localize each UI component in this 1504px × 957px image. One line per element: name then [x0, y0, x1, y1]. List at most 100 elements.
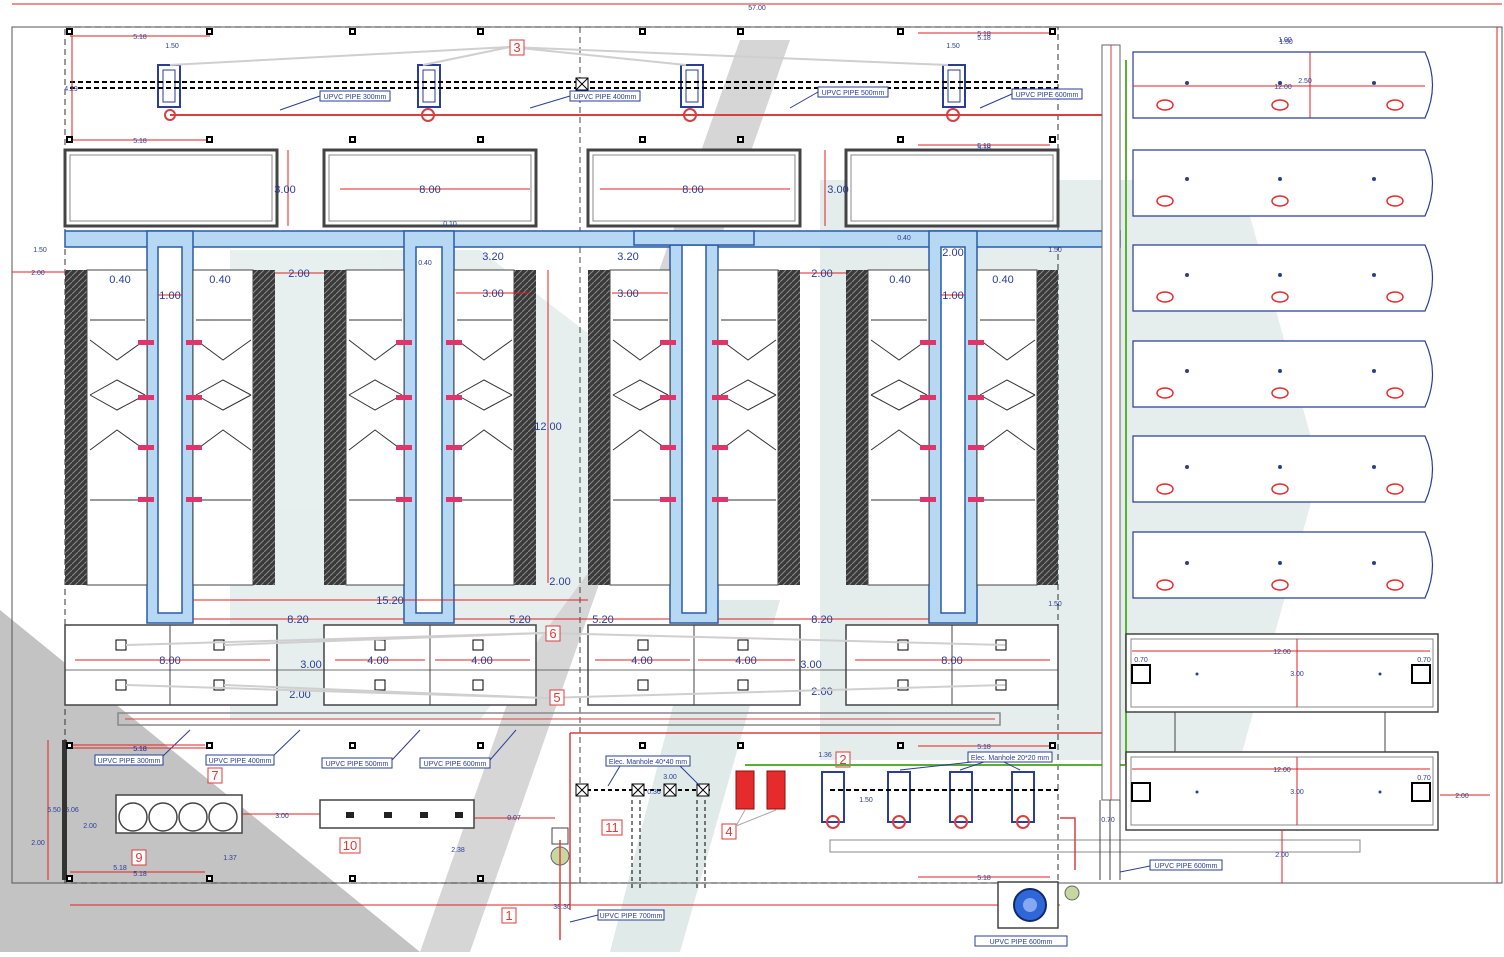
dim-small-0-40a: 0.40	[418, 260, 432, 267]
dim-5-20a: 5.20	[509, 614, 530, 626]
pump-unit	[997, 881, 1080, 929]
dim-sec-8-00a: 8.00	[159, 655, 180, 667]
dim-sec-3-00a: 3.00	[300, 659, 321, 671]
dim-small-5-18-f: 5.18	[977, 744, 991, 751]
callout-11: 11	[605, 820, 619, 835]
dim-gap-2: 0.40	[209, 274, 230, 286]
dim-8-20b: 8.20	[811, 614, 832, 626]
equipment-10	[319, 799, 475, 829]
dim-small-5-18-a: 5.18	[133, 34, 147, 41]
callout-2: 2	[839, 752, 846, 767]
dim-small-1-50-a: 1.50	[165, 43, 179, 50]
callout-7: 7	[211, 768, 218, 783]
dim-basin-length: 12.00	[534, 421, 562, 433]
dim-tank-width-1: 8.00	[419, 184, 440, 196]
pipe-label-700: UPVC PIPE 700mm	[600, 913, 663, 920]
pipe-label-500-bottom: UPVC PIPE 500mm	[326, 761, 389, 768]
bottom-pipe-labels: UPVC PIPE 300mm UPVC PIPE 400mm UPVC PIP…	[94, 729, 517, 769]
column-markers	[66, 28, 1056, 882]
dim-5-20b: 5.20	[592, 614, 613, 626]
dim-small-1-50-b: 1.50	[946, 43, 960, 50]
dim-tank-2-50: 2.50	[1298, 78, 1312, 85]
dim-small-5-18-bl: 5.18	[133, 871, 147, 878]
dim-small-3-00: 3.00	[275, 813, 289, 820]
electrical-panels	[735, 770, 786, 810]
dim-small-5-18-i: 5.18	[977, 35, 991, 42]
aeration-modules	[65, 269, 1058, 586]
dim-ct-0-70d: 0.70	[1417, 775, 1431, 782]
dim-small-0-07: 0.07	[507, 815, 521, 822]
dim-small-5-18-bl2: 5.18	[133, 746, 147, 753]
dim-spacing-2: 2.00	[811, 268, 832, 280]
dim-channel-2: 1.00	[942, 290, 963, 302]
dim-small-1-37: 1.37	[223, 855, 237, 862]
dim-small-5-18-b: 5.18	[133, 138, 147, 145]
callout-1: 1	[505, 908, 512, 923]
dim-channel-1: 1.00	[159, 290, 180, 302]
dim-sec-4-00b: 4.00	[471, 655, 492, 667]
dim-sec-2-00a: 2.00	[289, 689, 310, 701]
dim-basin-3-00a: 3.00	[482, 288, 503, 300]
top-pipe-labels: UPVC PIPE 300mm UPVC PIPE 400mm UPVC PIP…	[279, 86, 1083, 111]
dim-small-0-10: 0.10	[443, 221, 457, 228]
callout-5: 5	[553, 690, 560, 705]
dim-gap-1: 0.40	[109, 274, 130, 286]
top-screen-units	[70, 64, 1120, 122]
callout-4: 4	[725, 824, 732, 839]
pipe-label-300-bottom: UPVC PIPE 300mm	[98, 758, 161, 765]
dim-tank-depth-1: 3.00	[274, 184, 295, 196]
diffuser-patterns	[89, 319, 1036, 501]
dim-small-5-18-d: 5.18	[977, 143, 991, 150]
dim-ct-bottom-2-00: 2.00	[1275, 852, 1289, 859]
dim-small-2-38: 2.38	[451, 847, 465, 854]
dim-small-1-50-d: 1.50	[1048, 247, 1062, 254]
dim-small-0-40b: 0.40	[897, 235, 911, 242]
callout-3: 3	[513, 40, 520, 55]
pipe-label-500-top: UPVC PIPE 500mm	[822, 90, 885, 97]
bottom-collection-pipe	[117, 712, 1120, 910]
dim-gap-3: 0.40	[889, 274, 910, 286]
callout-10: 10	[343, 838, 357, 853]
pipe-label-400-top: UPVC PIPE 400mm	[574, 94, 637, 101]
dim-total-width: 57.00	[748, 5, 766, 12]
dim-ct-3-00a: 3.00	[1290, 671, 1304, 678]
callout-6: 6	[549, 626, 556, 641]
dim-8-20a: 8.20	[287, 614, 308, 626]
dim-sec-2-00b: 2.00	[811, 686, 832, 698]
dim-ct-12-00b: 12.00	[1273, 767, 1291, 774]
dim-gap-4: 0.40	[992, 274, 1013, 286]
manhole-label-40: Elec. Manhole 40*40 mm	[609, 759, 687, 766]
equipment-9	[115, 794, 243, 834]
dim-small-2-00a: 2.00	[83, 823, 97, 830]
dim-small-5-50: 5.50	[47, 807, 61, 814]
pipe-label-600-pump: UPVC PIPE 600mm	[990, 939, 1053, 946]
dim-small-2-00b: 2.00	[31, 840, 45, 847]
dim-small-5-18-j: 5.18	[977, 145, 991, 152]
dim-small-1-36: 1.36	[818, 752, 832, 759]
dim-sec-4-00d: 4.00	[735, 655, 756, 667]
diffuser-markers	[138, 340, 984, 502]
dim-small-3-00b: 3.00	[663, 774, 677, 781]
dim-small-1-50-e: 1.50	[1048, 601, 1062, 608]
secondary-tanks-row	[64, 624, 1059, 706]
pipe-label-600-bottom: UPVC PIPE 600mm	[424, 761, 487, 768]
dim-tank-width-2: 8.00	[682, 184, 703, 196]
dim-sec-3-00b: 3.00	[800, 659, 821, 671]
callout-9: 9	[135, 850, 142, 865]
dim-ct-0-70c: 0.70	[1101, 817, 1115, 824]
dim-ct-2-00: 2.00	[1455, 793, 1469, 800]
dim-basin-3-00b: 3.00	[617, 288, 638, 300]
dim-small-5-18-h: 5.18	[113, 865, 127, 872]
dim-small-1-50b: 1.50	[859, 797, 873, 804]
dim-ct-0-70b: 0.70	[1417, 657, 1431, 664]
dim-ct-3-00b: 3.00	[1290, 789, 1304, 796]
dim-small-2-00-left: 2.00	[31, 270, 45, 277]
pipe-label-400-bottom: UPVC PIPE 400mm	[209, 758, 272, 765]
dim-ct-0-70a: 0.70	[1134, 657, 1148, 664]
dim-tank-12-00: 12.00	[1274, 84, 1292, 91]
dim-tank-1-00: 1.00	[1278, 37, 1292, 44]
dim-small-5-06: 5.06	[65, 807, 79, 814]
dim-sec-4-00c: 4.00	[631, 655, 652, 667]
